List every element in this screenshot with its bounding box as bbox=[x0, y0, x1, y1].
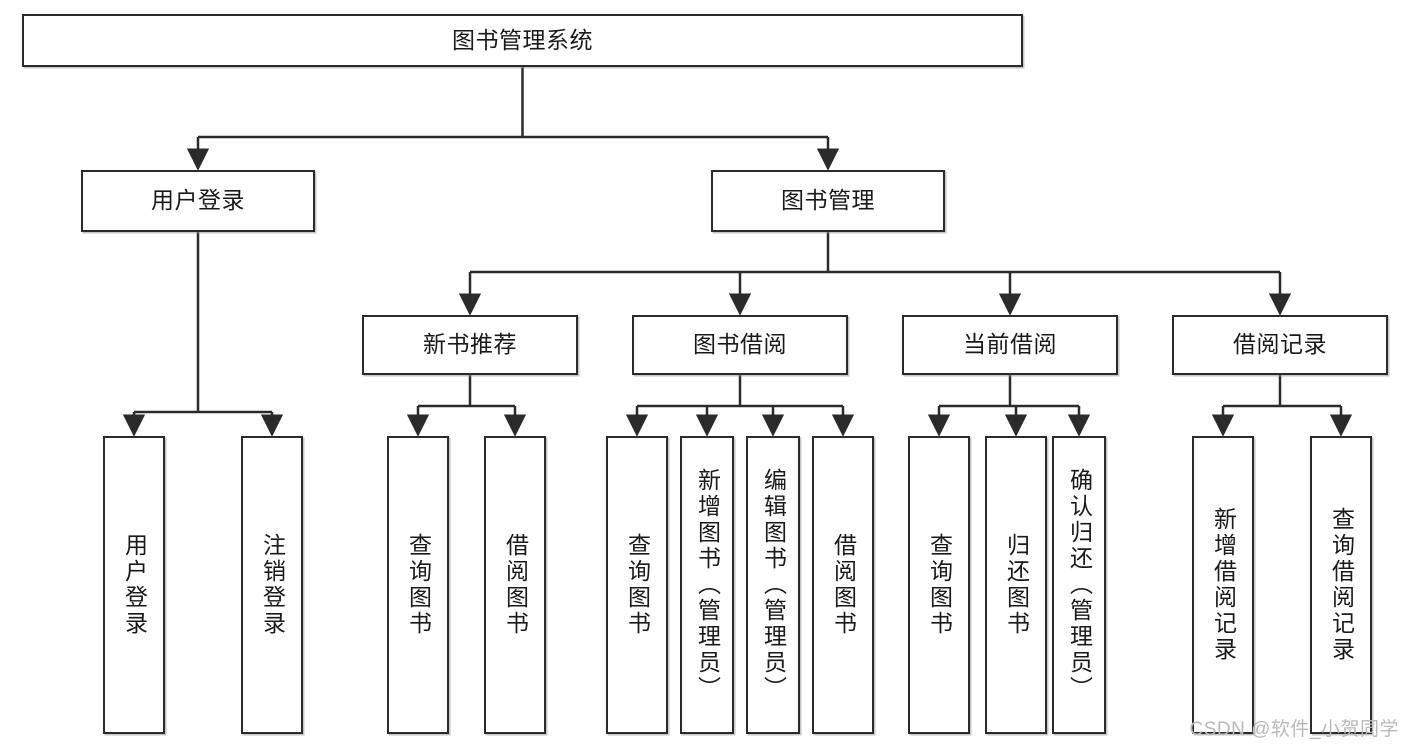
node-label: 确认归还（管理员） bbox=[1066, 468, 1093, 702]
node-label: 注销登录 bbox=[259, 533, 286, 637]
node-bookmgmt[interactable]: 图书管理 bbox=[711, 170, 945, 232]
node-nb-borrow[interactable]: 借阅图书 bbox=[484, 436, 546, 734]
node-nb-query[interactable]: 查询图书 bbox=[387, 436, 449, 734]
node-rec-query[interactable]: 查询借阅记录 bbox=[1310, 436, 1372, 734]
node-bw-borrow[interactable]: 借阅图书 bbox=[812, 436, 874, 734]
node-label: 归还图书 bbox=[1003, 533, 1030, 637]
node-bw-add[interactable]: 新增图书（管理员） bbox=[680, 436, 734, 734]
node-label: 查询借阅记录 bbox=[1328, 507, 1355, 663]
watermark-text: CSDN @软件_小贺同学 bbox=[1189, 719, 1399, 740]
node-label: 新增借阅记录 bbox=[1210, 507, 1237, 663]
node-label: 图书借阅 bbox=[693, 331, 787, 358]
node-rec-add[interactable]: 新增借阅记录 bbox=[1192, 436, 1254, 734]
node-bw-edit[interactable]: 编辑图书（管理员） bbox=[746, 436, 800, 734]
node-userlogin[interactable]: 用户登录 bbox=[103, 436, 165, 734]
node-label: 借阅记录 bbox=[1233, 331, 1327, 358]
node-cur-query[interactable]: 查询图书 bbox=[908, 436, 970, 734]
node-label: 查询图书 bbox=[926, 533, 953, 637]
node-label: 查询图书 bbox=[405, 533, 432, 637]
node-label: 新增图书（管理员） bbox=[694, 468, 721, 702]
node-label: 借阅图书 bbox=[830, 533, 857, 637]
node-login[interactable]: 用户登录 bbox=[81, 170, 315, 232]
node-cur-confirm[interactable]: 确认归还（管理员） bbox=[1052, 436, 1106, 734]
node-root[interactable]: 图书管理系统 bbox=[22, 14, 1023, 67]
node-logout[interactable]: 注销登录 bbox=[241, 436, 303, 734]
node-label: 借阅图书 bbox=[502, 533, 529, 637]
node-newbook[interactable]: 新书推荐 bbox=[362, 315, 578, 375]
node-current[interactable]: 当前借阅 bbox=[902, 315, 1118, 375]
node-label: 新书推荐 bbox=[423, 331, 517, 358]
node-bw-query[interactable]: 查询图书 bbox=[606, 436, 668, 734]
node-label: 当前借阅 bbox=[963, 331, 1057, 358]
node-label: 用户登录 bbox=[151, 187, 245, 214]
node-label: 查询图书 bbox=[624, 533, 651, 637]
node-records[interactable]: 借阅记录 bbox=[1172, 315, 1388, 375]
node-label: 编辑图书（管理员） bbox=[760, 468, 787, 702]
node-label: 用户登录 bbox=[121, 533, 148, 637]
node-borrow[interactable]: 图书借阅 bbox=[632, 315, 848, 375]
node-cur-return[interactable]: 归还图书 bbox=[985, 436, 1047, 734]
node-label: 图书管理系统 bbox=[452, 26, 593, 53]
node-label: 图书管理 bbox=[781, 187, 875, 214]
